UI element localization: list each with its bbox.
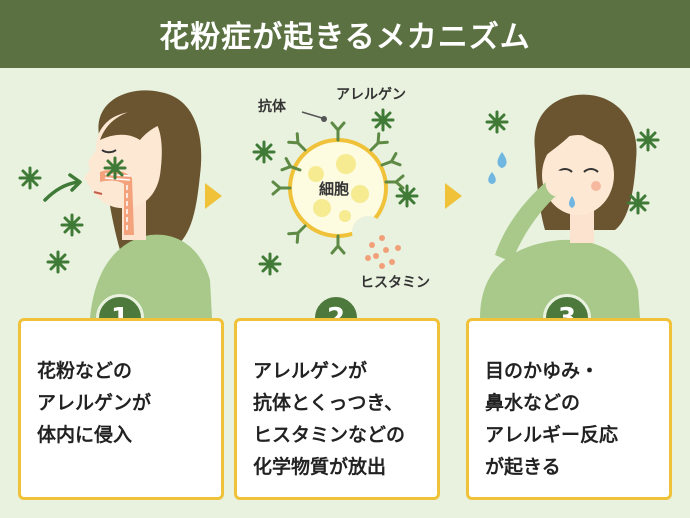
step-1-line: 体内に侵入 bbox=[37, 424, 133, 446]
step-1-line: 花粉などの bbox=[37, 360, 133, 382]
step-arrow-2 bbox=[445, 183, 462, 209]
step-1-line: アレルゲンが bbox=[37, 392, 152, 414]
cell-label: 細胞 bbox=[319, 180, 350, 198]
step-card-3: 目のかゆみ・ 鼻水などの アレルギー反応 が起きる bbox=[466, 318, 672, 500]
allergen-label: アレルゲン bbox=[336, 87, 406, 103]
illustration-area bbox=[18, 90, 660, 318]
step-card-1: 花粉などの アレルゲンが 体内に侵入 bbox=[18, 318, 224, 500]
step-2-line: 化学物質が放出 bbox=[253, 456, 387, 478]
step-2-line: アレルゲンが bbox=[253, 360, 368, 382]
step-3-line: アレルギー反応 bbox=[485, 424, 619, 446]
step-2-line: 抗体とくっつき、 bbox=[253, 392, 404, 414]
cell-diagram bbox=[252, 108, 419, 276]
step-card-2: アレルゲンが 抗体とくっつき、 ヒスタミンなどの 化学物質が放出 bbox=[234, 318, 440, 500]
antibody-label: 抗体 bbox=[258, 99, 286, 115]
person-reacting bbox=[480, 94, 660, 318]
step-3-line: 目のかゆみ・ bbox=[485, 360, 600, 382]
step-3-line: 鼻水などの bbox=[485, 392, 581, 414]
step-arrow-1 bbox=[205, 183, 222, 209]
step-3-line: が起きる bbox=[485, 456, 561, 478]
person-inhaling bbox=[18, 90, 212, 318]
histamine-label: ヒスタミン bbox=[360, 275, 430, 291]
page-title: 花粉症が起きるメカニズム bbox=[0, 0, 690, 68]
step-2-line: ヒスタミンなどの bbox=[253, 424, 406, 446]
